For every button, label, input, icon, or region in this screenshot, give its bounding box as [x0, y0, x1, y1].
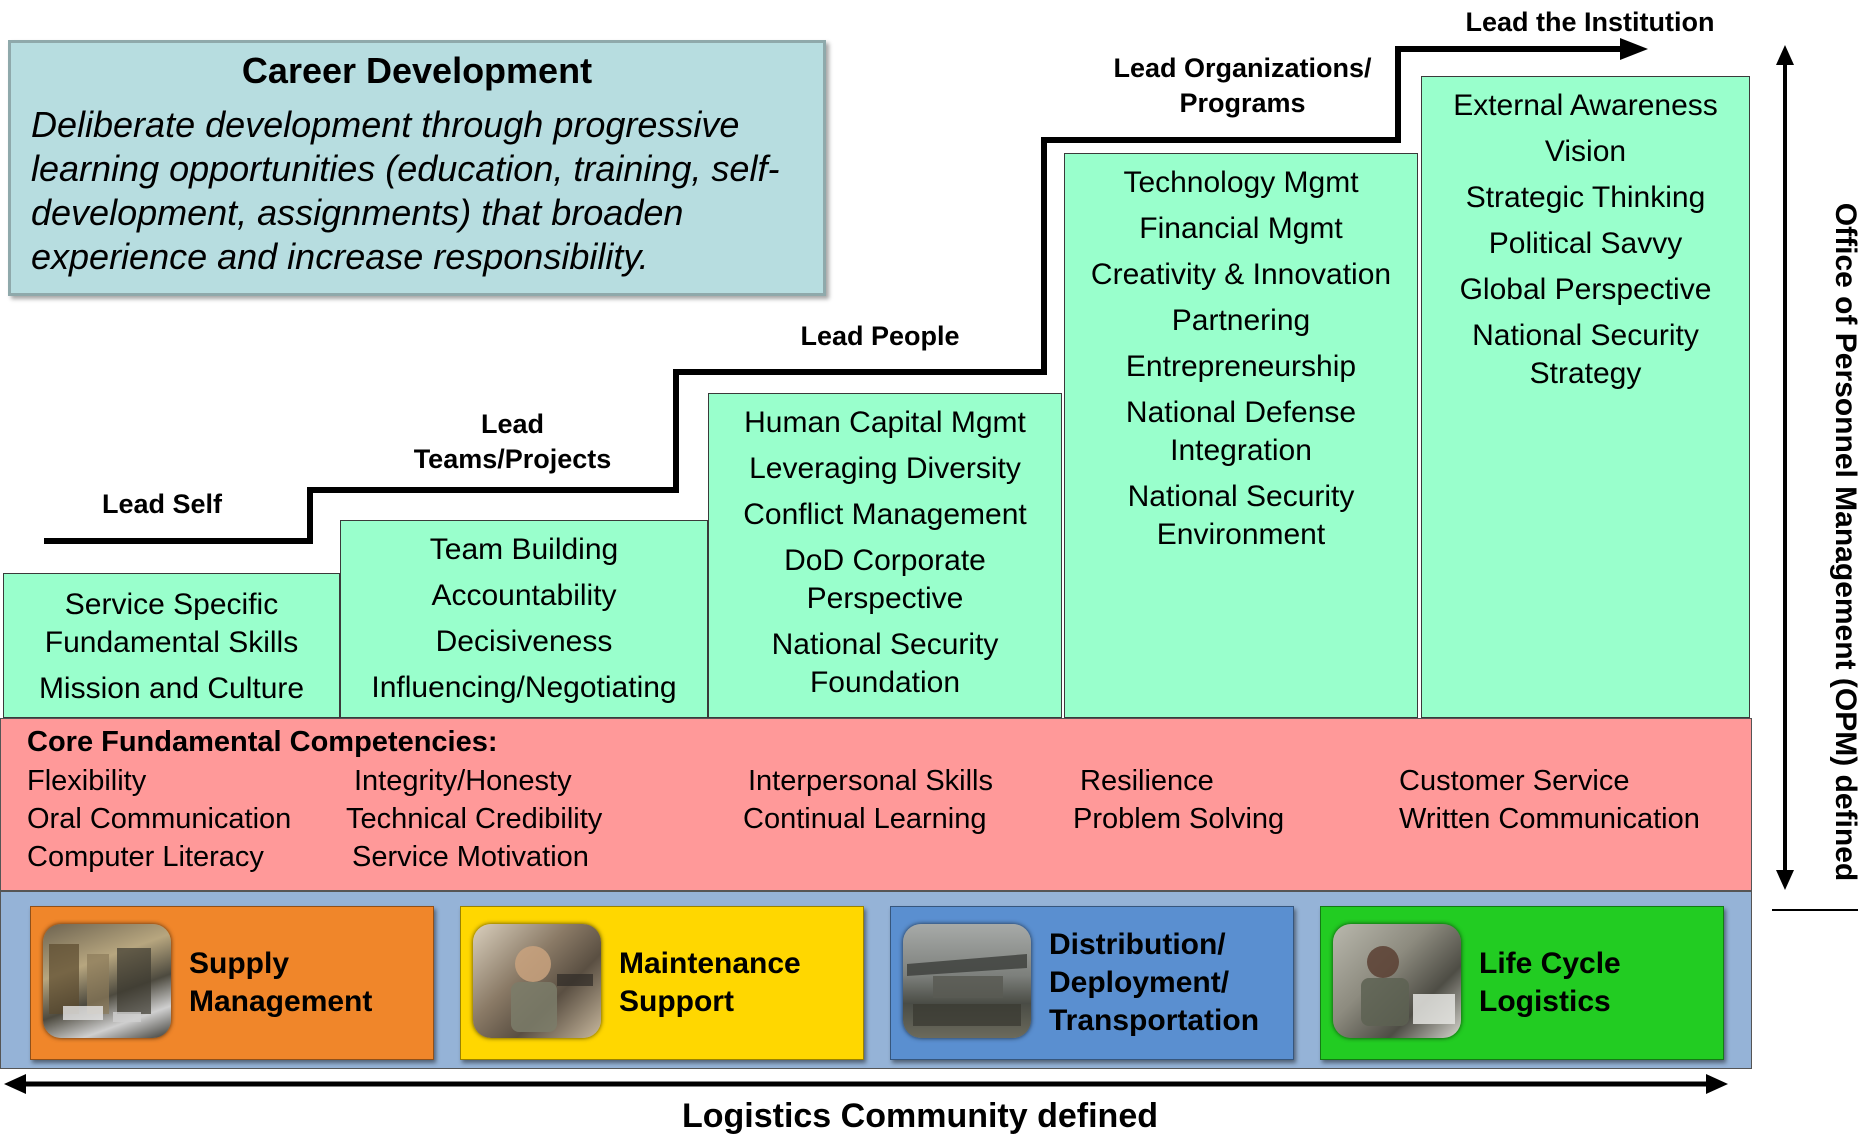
- opm-arrowhead-up: [1776, 45, 1794, 65]
- mechanic-graphic: [511, 946, 593, 1032]
- core-competencies-title: Core Fundamental Competencies:: [27, 726, 498, 758]
- level-box-lead-teams: Team Building Accountability Decisivenes…: [340, 520, 708, 718]
- analyst-photo-icon: [1333, 924, 1461, 1038]
- logistics-arrowhead-left: [4, 1074, 26, 1094]
- competency-item: Human Capital Mgmt: [744, 406, 1026, 439]
- competency-item: External Awareness: [1453, 89, 1718, 122]
- functional-area-label: Life Cycle Logistics: [1479, 947, 1621, 1018]
- logistics-arrowhead-right: [1706, 1074, 1728, 1094]
- competency-item: Strategic Thinking: [1465, 181, 1706, 214]
- core-competency-item: Problem Solving: [1073, 803, 1285, 835]
- competency-item: Global Perspective: [1459, 273, 1712, 306]
- core-competency-item: Computer Literacy: [27, 841, 264, 873]
- competency-item: Financial Mgmt: [1139, 212, 1343, 245]
- competency-item: Vision: [1544, 135, 1627, 168]
- core-competency-item: Resilience: [1080, 765, 1214, 797]
- functional-area-maintenance-support: Maintenance Support: [460, 906, 864, 1060]
- career-development-box: Career Development Deliberate developmen…: [8, 40, 826, 296]
- warehouse-shelves-graphic: [49, 944, 151, 1022]
- functional-areas-band: Supply Management Maintenance Support Di…: [0, 891, 1752, 1069]
- opm-defined-label: Office of Personnel Management (OPM) def…: [1829, 202, 1858, 882]
- staircase-line: [44, 46, 1620, 544]
- competency-item: Mission and Culture: [38, 672, 305, 705]
- competency-item: Service Specific Fundamental Skills: [44, 588, 299, 659]
- competency-item: Entrepreneurship: [1125, 350, 1357, 383]
- warehouse-photo-icon: [43, 924, 171, 1038]
- career-development-description: Deliberate development through progressi…: [31, 104, 780, 277]
- competency-item: Influencing/Negotiating: [371, 671, 677, 704]
- stair-label-lead-self: Lead Self: [101, 489, 223, 519]
- functional-area-supply-management: Supply Management: [30, 906, 434, 1060]
- core-column: Integrity/Honesty Technical Credibility …: [346, 762, 602, 876]
- core-competency-item: Flexibility: [27, 765, 147, 797]
- stair-label-lead-institution: Lead the Institution: [1465, 7, 1715, 37]
- core-column: Resilience Problem Solving: [1073, 762, 1284, 838]
- competency-item: Political Savvy: [1488, 227, 1683, 260]
- competency-item: National Defense Integration: [1125, 396, 1357, 467]
- competency-item: Partnering: [1171, 304, 1311, 337]
- functional-area-label: Supply Management: [189, 947, 373, 1018]
- core-competency-item: Service Motivation: [352, 841, 589, 873]
- aircraft-graphic: [907, 954, 1027, 1026]
- core-column: Customer Service Written Communication: [1399, 762, 1700, 838]
- core-competency-item: Technical Credibility: [346, 803, 603, 835]
- core-competency-item: Customer Service: [1399, 765, 1630, 797]
- competency-item: Creativity & Innovation: [1090, 258, 1392, 291]
- stair-label-lead-teams: Lead Teams/Projects: [413, 409, 612, 474]
- functional-area-label: Distribution/ Deployment/ Transportation: [1049, 928, 1260, 1037]
- competency-item: DoD Corporate Perspective: [784, 544, 986, 615]
- opm-arrowhead-down: [1776, 870, 1794, 890]
- competency-item: Leveraging Diversity: [749, 452, 1021, 485]
- stair-label-lead-organizations: Lead Organizations/ Programs: [1113, 53, 1372, 118]
- logistics-community-label: Logistics Community defined: [681, 1097, 1159, 1135]
- competency-item: National Security Environment: [1127, 480, 1355, 551]
- competency-item: Technology Mgmt: [1123, 166, 1359, 199]
- core-competency-item: Written Communication: [1399, 803, 1700, 835]
- institution-arrowhead: [1620, 38, 1648, 60]
- mechanic-photo-icon: [473, 924, 601, 1038]
- functional-area-label: Maintenance Support: [619, 947, 801, 1018]
- core-competency-item: Integrity/Honesty: [354, 765, 572, 797]
- level-box-lead-people: Human Capital Mgmt Leveraging Diversity …: [708, 393, 1062, 718]
- core-competencies-band: Core Fundamental Competencies: Flexibili…: [0, 718, 1752, 891]
- competency-item: Conflict Management: [743, 498, 1027, 531]
- core-column: Flexibility Oral Communication Computer …: [27, 762, 291, 876]
- core-competency-item: Continual Learning: [743, 803, 987, 835]
- analyst-graphic: [1361, 946, 1455, 1026]
- core-competency-item: Oral Communication: [27, 803, 292, 835]
- competency-item: Accountability: [431, 579, 617, 612]
- aircraft-photo-icon: [903, 924, 1031, 1038]
- stair-label-lead-people: Lead People: [800, 321, 960, 351]
- level-box-lead-self: Service Specific Fundamental Skills Miss…: [3, 573, 340, 718]
- functional-area-life-cycle-logistics: Life Cycle Logistics: [1320, 906, 1724, 1060]
- career-development-title: Career Development: [241, 50, 593, 91]
- core-column: Interpersonal Skills Continual Learning: [743, 762, 993, 838]
- level-box-lead-institution: External Awareness Vision Strategic Thin…: [1421, 76, 1750, 718]
- functional-area-distribution: Distribution/ Deployment/ Transportation: [890, 906, 1294, 1060]
- level-box-lead-organizations: Technology Mgmt Financial Mgmt Creativit…: [1064, 153, 1418, 718]
- competency-item: Team Building: [429, 533, 619, 566]
- competency-item: National Security Strategy: [1472, 319, 1699, 390]
- core-competency-item: Interpersonal Skills: [748, 765, 993, 797]
- competency-item: National Security Foundation: [771, 628, 999, 699]
- competency-item: Decisiveness: [435, 625, 613, 658]
